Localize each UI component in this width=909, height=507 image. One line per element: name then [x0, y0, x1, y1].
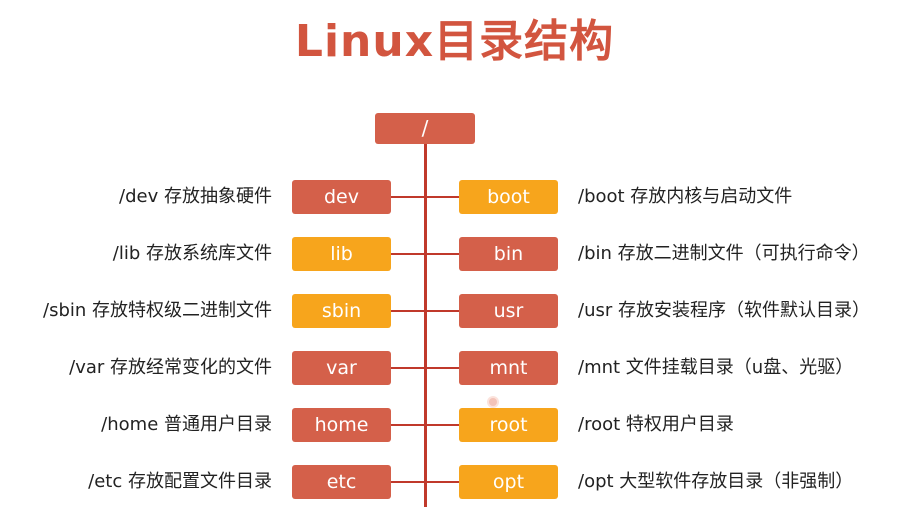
dir-node-right: opt [459, 465, 558, 499]
dir-node-right: boot [459, 180, 558, 214]
branch-left-line [391, 310, 425, 312]
dir-node-left: etc [292, 465, 391, 499]
dir-description-right: /usr 存放安装程序（软件默认目录） [578, 300, 870, 321]
dir-node-right: bin [459, 237, 558, 271]
branch-right-line [426, 367, 459, 369]
branch-left-line [391, 481, 425, 483]
dir-description-right: /root 特权用户目录 [578, 414, 734, 435]
branch-right-line [426, 481, 459, 483]
mouse-cursor-indicator [489, 398, 497, 406]
dir-node-left: lib [292, 237, 391, 271]
branch-left-line [391, 424, 425, 426]
branch-left-line [391, 253, 425, 255]
dir-node-left: dev [292, 180, 391, 214]
dir-node-left: sbin [292, 294, 391, 328]
dir-description-left: /dev 存放抽象硬件 [119, 186, 272, 207]
dir-node-right: mnt [459, 351, 558, 385]
dir-node-left: var [292, 351, 391, 385]
branch-right-line [426, 424, 459, 426]
dir-node-left: home [292, 408, 391, 442]
dir-description-left: /etc 存放配置文件目录 [88, 471, 272, 492]
dir-description-right: /bin 存放二进制文件（可执行命令） [578, 243, 870, 264]
tree-trunk-line [424, 144, 427, 507]
dir-description-left: /lib 存放系统库文件 [112, 243, 272, 264]
root-node: / [375, 113, 475, 144]
diagram-title: Linux目录结构 [294, 16, 615, 67]
branch-left-line [391, 367, 425, 369]
dir-description-left: /sbin 存放特权级二进制文件 [43, 300, 272, 321]
dir-description-left: /var 存放经常变化的文件 [69, 357, 272, 378]
dir-node-right: usr [459, 294, 558, 328]
dir-description-right: /boot 存放内核与启动文件 [578, 186, 793, 207]
dir-description-right: /opt 大型软件存放目录（非强制） [578, 471, 854, 492]
branch-right-line [426, 196, 459, 198]
dir-description-left: /home 普通用户目录 [101, 414, 272, 435]
dir-description-right: /mnt 文件挂载目录（u盘、光驱） [578, 357, 854, 378]
branch-left-line [391, 196, 425, 198]
branch-right-line [426, 253, 459, 255]
dir-node-right: root [459, 408, 558, 442]
branch-right-line [426, 310, 459, 312]
